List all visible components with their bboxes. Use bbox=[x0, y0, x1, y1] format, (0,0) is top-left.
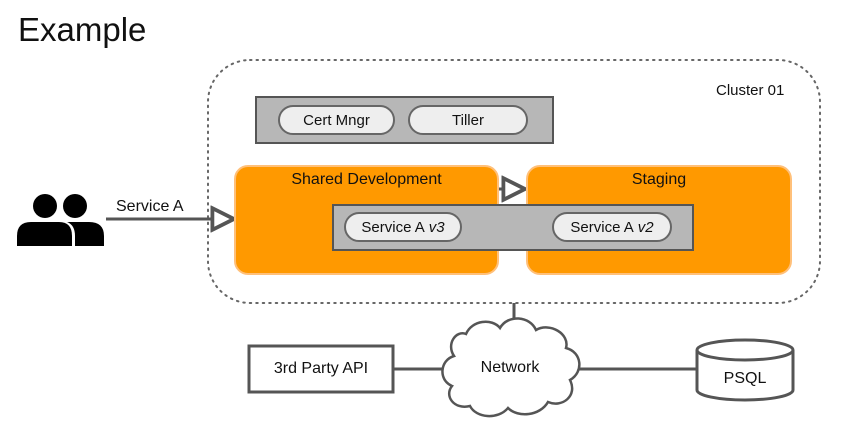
users-link-label: Service A bbox=[116, 198, 184, 215]
database-icon bbox=[695, 338, 795, 402]
network-cloud-icon bbox=[441, 317, 581, 418]
cert-manager-pill: Cert Mngr bbox=[278, 105, 395, 135]
api-box bbox=[247, 344, 395, 394]
shared-development-label: Shared Development bbox=[291, 171, 442, 188]
service-a-v3-name: Service A bbox=[361, 218, 425, 236]
tiller-pill: Tiller bbox=[408, 105, 528, 135]
network-label: Network bbox=[480, 359, 540, 376]
tiller-label: Tiller bbox=[452, 111, 484, 129]
service-a-v3-version: v3 bbox=[428, 218, 445, 236]
cert-manager-label: Cert Mngr bbox=[303, 111, 370, 129]
api-label: 3rd Party API bbox=[273, 360, 369, 377]
service-a-v2-version: v2 bbox=[637, 218, 654, 236]
db-label: PSQL bbox=[723, 370, 767, 387]
staging-label: Staging bbox=[631, 171, 687, 188]
cluster-label: Cluster 01 bbox=[716, 82, 785, 99]
users-icon bbox=[17, 194, 104, 246]
service-a-v2-name: Service A bbox=[570, 218, 634, 236]
diagram-title: Example bbox=[18, 11, 147, 48]
